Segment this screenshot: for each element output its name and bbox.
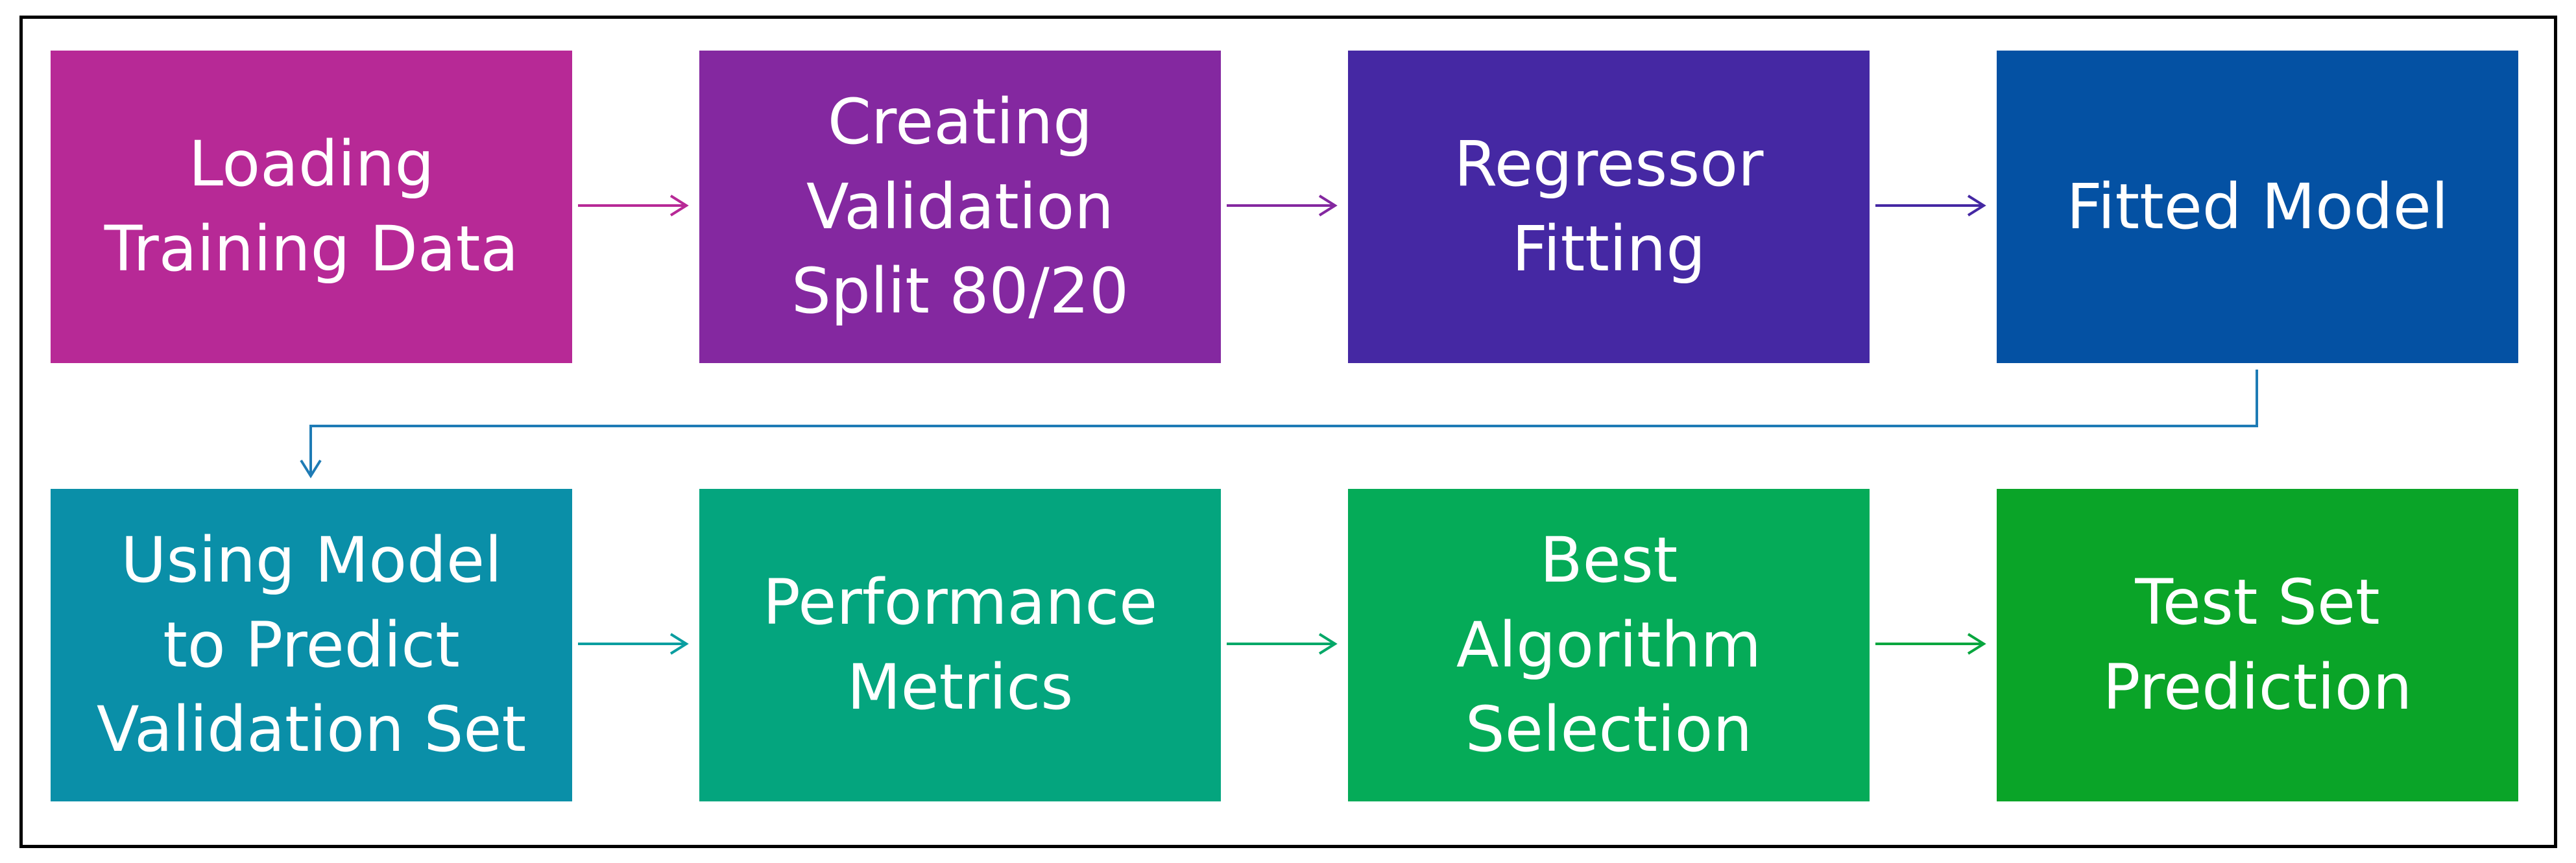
arrow-validation-to-regressor xyxy=(1227,195,1338,217)
node-label: Test Set Prediction xyxy=(2102,566,2413,724)
node-label: Fitted Model xyxy=(2066,170,2449,243)
node-best-algorithm-selection: Best Algorithm Selection xyxy=(1348,489,1870,801)
node-performance-metrics: Performance Metrics xyxy=(699,489,1221,801)
node-label: Loading Training Data xyxy=(104,128,519,285)
node-label: Regressor Fitting xyxy=(1454,128,1764,285)
arrow-metrics-to-best xyxy=(1227,633,1338,655)
node-using-model-to-predict: Using Model to Predict Validation Set xyxy=(51,489,572,801)
arrow-best-to-test xyxy=(1875,633,1986,655)
arrow-fitted-to-predict xyxy=(300,370,2258,479)
node-label: Creating Validation Split 80/20 xyxy=(791,86,1129,328)
node-fitted-model: Fitted Model xyxy=(1997,51,2518,363)
node-label: Performance Metrics xyxy=(762,566,1158,724)
arrow-predict-to-metrics xyxy=(578,633,689,655)
node-test-set-prediction: Test Set Prediction xyxy=(1997,489,2518,801)
node-label: Using Model to Predict Validation Set xyxy=(96,524,527,766)
node-loading-training-data: Loading Training Data xyxy=(51,51,572,363)
node-regressor-fitting: Regressor Fitting xyxy=(1348,51,1870,363)
arrow-loading-to-validation xyxy=(578,195,689,217)
node-creating-validation-split: Creating Validation Split 80/20 xyxy=(699,51,1221,363)
arrow-regressor-to-fitted xyxy=(1875,195,1986,217)
node-label: Best Algorithm Selection xyxy=(1456,524,1762,766)
